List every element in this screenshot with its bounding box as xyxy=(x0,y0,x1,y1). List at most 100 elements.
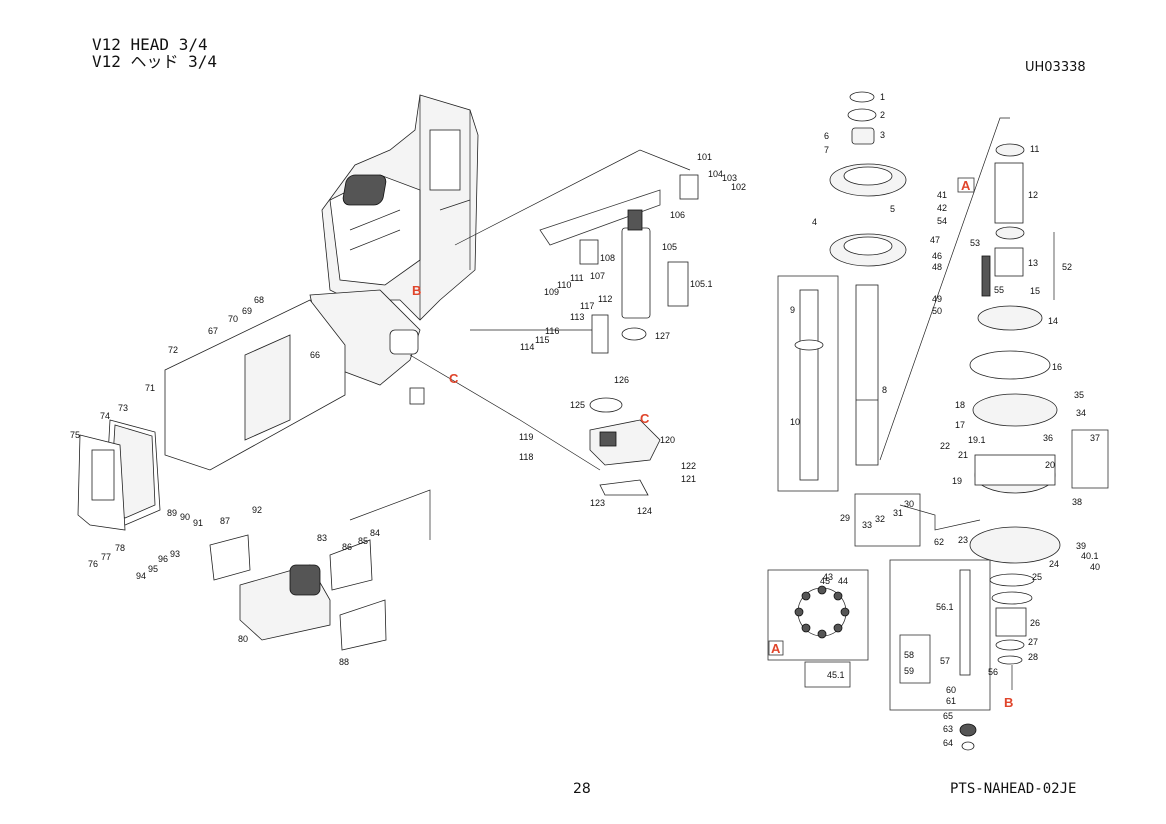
part-label-109: 109 xyxy=(544,287,559,297)
part-label-60: 60 xyxy=(946,685,956,695)
part-label-30: 30 xyxy=(904,499,914,509)
document-code: PTS-NAHEAD-02JE xyxy=(950,781,1077,797)
part-label-67: 67 xyxy=(208,326,218,336)
part-37-box xyxy=(1071,429,1109,489)
part-label-116: 116 xyxy=(545,326,559,336)
cover-plates xyxy=(77,299,346,531)
part-label-83: 83 xyxy=(317,533,327,543)
part-label-6: 6 xyxy=(824,131,829,141)
part-label-93: 93 xyxy=(170,549,180,559)
part-label-111: 111 xyxy=(570,273,584,283)
part-label-42: 42 xyxy=(937,203,947,213)
part-label-77: 77 xyxy=(101,552,111,562)
part-label-16: 16 xyxy=(1052,362,1062,372)
part-label-10: 10 xyxy=(790,417,800,427)
part-label-11: 11 xyxy=(1030,144,1039,154)
part-label-52: 52 xyxy=(1062,262,1072,272)
part-label-94: 94 xyxy=(136,571,146,581)
part-label-53: 53 xyxy=(970,238,980,248)
part-label-47: 47 xyxy=(930,235,940,245)
part-label-108: 108 xyxy=(600,253,615,263)
callout-c-left: C xyxy=(449,371,459,386)
part-label-96: 96 xyxy=(158,554,168,564)
clamp-assembly xyxy=(589,397,661,496)
part-label-35: 35 xyxy=(1074,390,1084,400)
part-label-85: 85 xyxy=(358,536,368,546)
part-label-84: 84 xyxy=(370,528,380,538)
part-label-92: 92 xyxy=(252,505,262,515)
callout-b-right: B xyxy=(1004,695,1013,710)
part-label-70: 70 xyxy=(228,314,238,324)
part-label-110: 110 xyxy=(557,280,571,290)
part-label-45-1: 45.1 xyxy=(827,670,845,680)
part-label-4: 4 xyxy=(812,217,817,227)
callout-b-left: B xyxy=(412,283,421,298)
part-label-75: 75 xyxy=(70,430,80,440)
part-label-103: 103 xyxy=(722,173,737,183)
part-label-32: 32 xyxy=(875,514,885,524)
callout-a-top: A xyxy=(961,178,971,193)
part-label-33: 33 xyxy=(862,520,872,530)
part-label-114: 114 xyxy=(520,342,534,352)
part-label-19-1: 19.1 xyxy=(968,435,986,445)
part-label-56: 56 xyxy=(988,667,998,677)
part-label-89: 89 xyxy=(167,508,177,518)
part-label-115: 115 xyxy=(535,335,549,345)
part-label-24: 24 xyxy=(1049,559,1059,569)
part-label-49: 49 xyxy=(932,294,942,304)
part-label-13: 13 xyxy=(1028,258,1038,268)
part-label-58: 58 xyxy=(904,650,914,660)
part-label-18: 18 xyxy=(955,400,965,410)
part-label-122: 122 xyxy=(681,461,696,471)
o-ring-circle xyxy=(794,585,850,639)
part-label-43: 43 xyxy=(823,572,833,582)
part-label-39: 39 xyxy=(1076,541,1086,551)
part-label-19: 19 xyxy=(952,476,962,486)
part-label-50: 50 xyxy=(932,306,942,316)
o-ring-kit-box xyxy=(767,569,869,661)
part-label-91: 91 xyxy=(193,518,203,528)
part-label-54: 54 xyxy=(937,216,947,226)
part-label-5: 5 xyxy=(890,204,895,214)
part-label-121: 121 xyxy=(681,474,696,484)
part-label-36: 36 xyxy=(1043,433,1053,443)
part-label-64: 64 xyxy=(943,738,953,748)
part-label-117: 117 xyxy=(580,301,594,311)
part-label-56-1: 56.1 xyxy=(936,602,954,612)
part-label-125: 125 xyxy=(570,400,585,410)
part-label-127: 127 xyxy=(655,331,670,341)
part-label-28: 28 xyxy=(1028,652,1038,662)
part-label-7: 7 xyxy=(824,145,829,155)
part-label-40: 40 xyxy=(1090,562,1100,572)
part-label-124: 124 xyxy=(637,506,652,516)
part-label-105-1: 105.1 xyxy=(690,279,713,289)
part-label-9: 9 xyxy=(790,305,795,315)
part-label-37: 37 xyxy=(1090,433,1100,443)
part-label-88: 88 xyxy=(339,657,349,667)
part-label-14: 14 xyxy=(1048,316,1058,326)
title-japanese: V12 ヘッド 3/4 xyxy=(92,52,218,71)
part-label-44: 44 xyxy=(838,576,848,586)
part-label-106: 106 xyxy=(670,210,685,220)
part-label-34: 34 xyxy=(1076,408,1086,418)
part-label-69: 69 xyxy=(242,306,252,316)
part-label-59: 59 xyxy=(904,666,914,676)
part-label-55: 55 xyxy=(994,285,1004,295)
part-label-38: 38 xyxy=(1072,497,1082,507)
drawing-title: V12 HEAD 3/4 V12 ヘッド 3/4 xyxy=(92,36,217,70)
drawing-number: UH03338 xyxy=(1025,60,1086,75)
part-label-113: 113 xyxy=(570,312,584,322)
part-label-22: 22 xyxy=(940,441,950,451)
part-label-87: 87 xyxy=(220,516,230,526)
callout-a-bottom: A xyxy=(771,641,781,656)
part-label-29: 29 xyxy=(840,513,850,523)
part-label-120: 120 xyxy=(660,435,675,445)
spindle-assembly xyxy=(777,91,1061,751)
part-label-90: 90 xyxy=(180,512,190,522)
part-label-112: 112 xyxy=(598,294,612,304)
bracket-assembly xyxy=(539,174,699,354)
part-label-63: 63 xyxy=(943,724,953,734)
callout-a-box xyxy=(957,177,975,193)
part-label-45: 45 xyxy=(820,576,830,586)
